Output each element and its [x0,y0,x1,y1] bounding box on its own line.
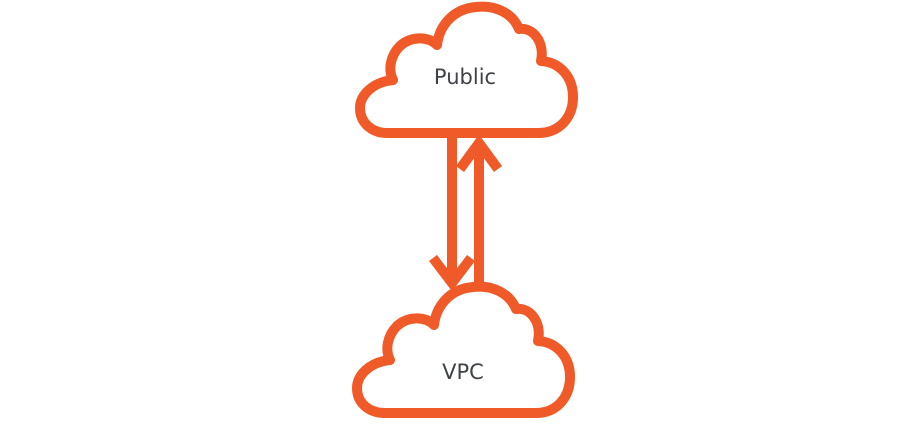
cloud-vpc: VPC [352,281,575,418]
cloud-public: Public [355,1,578,138]
arrow-public-to-vpc [429,137,475,292]
cloud-public-label: Public [434,65,496,89]
arrow-vpc-to-public [455,134,503,288]
cloud-vpc-label: VPC [442,360,484,384]
cloud-vpc-shape [352,281,575,418]
cloud-public-shape [355,1,578,138]
